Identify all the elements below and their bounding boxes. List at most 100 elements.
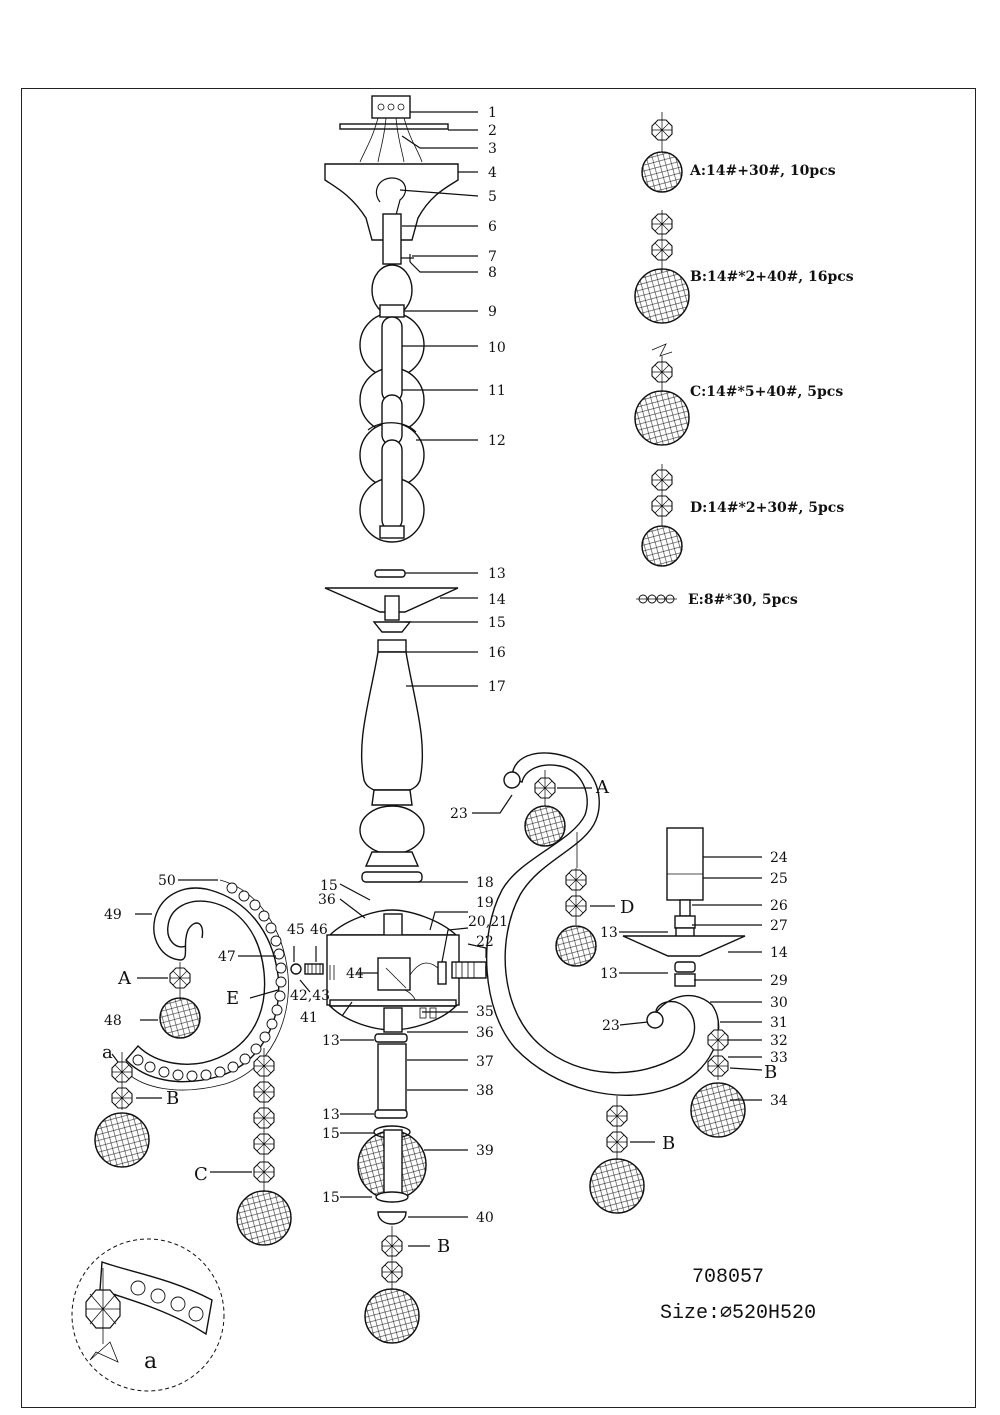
central-body bbox=[326, 909, 460, 1033]
callout-45: 45 bbox=[287, 922, 305, 938]
bobeche-right bbox=[622, 935, 746, 957]
chain-top-ring bbox=[379, 304, 405, 318]
ceiling-canopy bbox=[324, 163, 459, 241]
callout-40: 40 bbox=[476, 1210, 494, 1226]
callout-38: 38 bbox=[476, 1083, 494, 1099]
right-arm-pendant-B1 bbox=[690, 1022, 746, 1138]
callout-19: 19 bbox=[476, 895, 494, 911]
callout-7: 7 bbox=[488, 249, 497, 265]
callout-32: 32 bbox=[770, 1033, 788, 1049]
callout-23: 23 bbox=[450, 806, 468, 822]
detail-view-a bbox=[71, 1238, 225, 1392]
callout-15-d: 15 bbox=[322, 1190, 340, 1206]
letter-B-right-1: B bbox=[764, 1062, 777, 1083]
hook-tube bbox=[382, 213, 402, 265]
callout-13-b: 13 bbox=[322, 1033, 340, 1049]
letter-B-left: B bbox=[166, 1088, 179, 1109]
callout-42-43: 42,43 bbox=[290, 988, 330, 1004]
callout-30: 30 bbox=[770, 995, 788, 1011]
callout-29: 29 bbox=[770, 973, 788, 989]
arm-connector bbox=[451, 961, 487, 979]
callout-4: 4 bbox=[488, 165, 497, 181]
right-arm bbox=[485, 752, 720, 1096]
callout-25: 25 bbox=[770, 871, 788, 887]
callout-13: 13 bbox=[488, 566, 506, 582]
callout-48: 48 bbox=[104, 1013, 122, 1029]
callout-17: 17 bbox=[488, 679, 506, 695]
callout-39: 39 bbox=[476, 1143, 494, 1159]
callout-26: 26 bbox=[770, 898, 788, 914]
candle-sleeve bbox=[666, 827, 704, 901]
callout-3: 3 bbox=[488, 141, 497, 157]
letter-a-detail: a bbox=[144, 1349, 157, 1374]
callout-20-21: 20,21 bbox=[468, 914, 508, 930]
callout-34: 34 bbox=[770, 1093, 788, 1109]
callout-6: 6 bbox=[488, 219, 497, 235]
chain-cover bbox=[359, 264, 425, 543]
left-arm bbox=[119, 879, 335, 1091]
callout-13-e: 13 bbox=[600, 966, 618, 982]
ceiling-assembly bbox=[324, 95, 459, 265]
callout-27: 27 bbox=[770, 918, 788, 934]
callout-50: 50 bbox=[158, 873, 176, 889]
callout-49: 49 bbox=[104, 907, 122, 923]
crystal-legend: A:14#+30#, 10pcs B:14#*2+40#, 16pcs C:14… bbox=[688, 163, 854, 608]
callout-9: 9 bbox=[488, 304, 497, 320]
right-arm-pendant-A bbox=[524, 770, 566, 847]
legend-crystal-E bbox=[636, 594, 677, 604]
legend-crystal-D bbox=[641, 464, 683, 567]
legend-D-text: D:14#*2+30#, 5pcs bbox=[690, 500, 844, 516]
letter-E-left: E bbox=[226, 988, 239, 1009]
callout-47: 47 bbox=[218, 949, 236, 965]
legend-A-text: A:14#+30#, 10pcs bbox=[689, 163, 836, 179]
callout-31: 31 bbox=[770, 1015, 788, 1031]
lower-crystal-ball bbox=[357, 1129, 427, 1201]
callout-15: 15 bbox=[488, 615, 506, 631]
ring-13-top bbox=[374, 569, 406, 578]
callout-23-b: 23 bbox=[602, 1018, 620, 1034]
main-column bbox=[360, 651, 424, 791]
callout-14: 14 bbox=[488, 592, 506, 608]
callout-2: 2 bbox=[488, 123, 497, 139]
letter-A-right: A bbox=[595, 777, 610, 798]
left-arm-pendant-B bbox=[94, 1052, 150, 1168]
callout-numbers: 1 2 3 4 5 6 7 8 9 10 11 12 13 14 15 16 1… bbox=[104, 105, 788, 1226]
letter-B-center: B bbox=[437, 1236, 450, 1257]
ceiling-hook bbox=[375, 177, 407, 216]
callout-44: 44 bbox=[346, 966, 364, 982]
callout-36: 36 bbox=[318, 892, 336, 908]
chain-link bbox=[381, 316, 403, 403]
legend-B-text: B:14#*2+40#, 16pcs bbox=[690, 269, 854, 285]
legend-E-text: E:8#*30, 5pcs bbox=[688, 592, 798, 608]
callout-41: 41 bbox=[300, 1010, 318, 1026]
leader-lines bbox=[111, 111, 763, 1247]
candle-assembly bbox=[622, 827, 746, 987]
legend-crystal-A bbox=[641, 112, 683, 193]
bottom-finial bbox=[377, 1211, 407, 1225]
center-pendant-B bbox=[364, 1226, 420, 1344]
left-arm-pendant-C bbox=[236, 1048, 292, 1246]
right-arm-pendant-D bbox=[555, 868, 597, 967]
callout-11: 11 bbox=[488, 383, 506, 399]
callout-13-c: 13 bbox=[322, 1107, 340, 1123]
callout-14-b: 14 bbox=[770, 945, 788, 961]
callout-15-b: 15 bbox=[320, 878, 338, 894]
callout-5: 5 bbox=[488, 189, 497, 205]
callout-35: 35 bbox=[476, 1004, 494, 1020]
callout-16: 16 bbox=[488, 645, 506, 661]
callout-24: 24 bbox=[770, 850, 788, 866]
letter-B-right-2: B bbox=[662, 1133, 675, 1154]
callout-33: 33 bbox=[770, 1050, 788, 1066]
callout-8: 8 bbox=[488, 265, 497, 281]
lower-tube bbox=[377, 1043, 407, 1115]
letter-D-right: D bbox=[620, 897, 634, 918]
model-number: 708057 bbox=[692, 1266, 764, 1289]
callout-10: 10 bbox=[488, 340, 506, 356]
pendant-letters: A D B B B A E a B C a bbox=[102, 777, 777, 1374]
callout-1: 1 bbox=[488, 105, 497, 121]
callout-15-c: 15 bbox=[322, 1126, 340, 1142]
legend-crystal-B bbox=[634, 210, 690, 324]
letter-A-left: A bbox=[117, 968, 132, 989]
callout-37: 37 bbox=[476, 1054, 494, 1070]
